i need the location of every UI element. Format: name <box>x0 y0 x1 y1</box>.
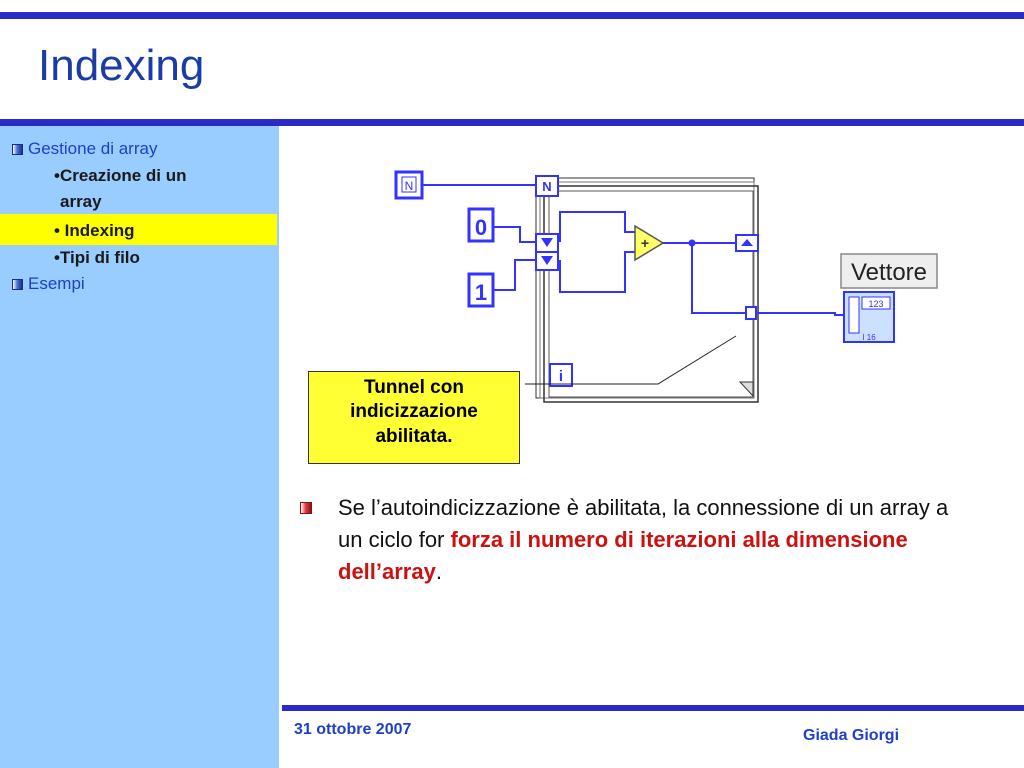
red-square-bullet-icon <box>300 502 312 514</box>
n-control: N <box>394 170 424 200</box>
slide-title: Indexing <box>38 41 205 90</box>
svg-text:N: N <box>542 179 551 194</box>
svg-text:+: + <box>641 235 649 251</box>
sidebar-item-creazione-continuation[interactable]: array <box>60 192 102 211</box>
sidebar-item-esempi[interactable]: Esempi <box>12 274 85 294</box>
wire-junction <box>688 239 696 247</box>
constant-one: 1 <box>467 272 495 308</box>
tunnel-callout: Tunnel con indicizzazione abilitata. <box>308 371 520 464</box>
svg-text:i: i <box>559 368 563 385</box>
wires <box>422 184 845 316</box>
footer-divider <box>282 705 1024 711</box>
sidebar-selected-highlight <box>0 214 277 245</box>
svg-text:123: 123 <box>868 299 883 309</box>
indexing-tunnel <box>745 306 757 320</box>
sidebar-item-gestione-di-array[interactable]: Gestione di array <box>12 139 157 159</box>
svg-text:1: 1 <box>475 280 487 305</box>
sidebar-separator <box>279 126 282 768</box>
sidebar-item-creazione-di-un-array[interactable]: •Creazione di un <box>54 166 187 185</box>
body-paragraph: Se l’autoindicizzazione è abilitata, la … <box>338 495 949 584</box>
vettore-indicator: Vettore 123 I 16 <box>840 253 938 343</box>
for-loop-frame <box>535 177 759 403</box>
iteration-terminal: i <box>549 363 573 387</box>
svg-text:N: N <box>405 179 414 193</box>
footer-date: 31 ottobre 2007 <box>294 721 412 738</box>
svg-text:Vettore: Vettore <box>851 259 927 286</box>
input-tunnels <box>535 233 559 271</box>
labview-block-diagram: N N 0 1 + i Vettore <box>394 170 938 403</box>
title-divider <box>0 119 1024 126</box>
svg-text:I 16: I 16 <box>862 333 876 342</box>
square-bullet-icon <box>12 279 23 291</box>
square-bullet-icon <box>12 144 23 156</box>
output-shift-register <box>735 234 759 252</box>
constant-zero: 0 <box>467 207 495 243</box>
svg-text:0: 0 <box>475 215 487 240</box>
sidebar-item-tipi-di-filo[interactable]: •Tipi di filo <box>54 248 140 267</box>
footer-author: Giada Giorgi <box>803 727 900 744</box>
top-accent-bar <box>0 12 1024 19</box>
callout-leader-line <box>525 335 737 385</box>
sidebar-item-indexing[interactable]: • Indexing <box>54 221 135 240</box>
add-function: + <box>634 224 665 262</box>
n-count-terminal: N <box>535 175 559 197</box>
